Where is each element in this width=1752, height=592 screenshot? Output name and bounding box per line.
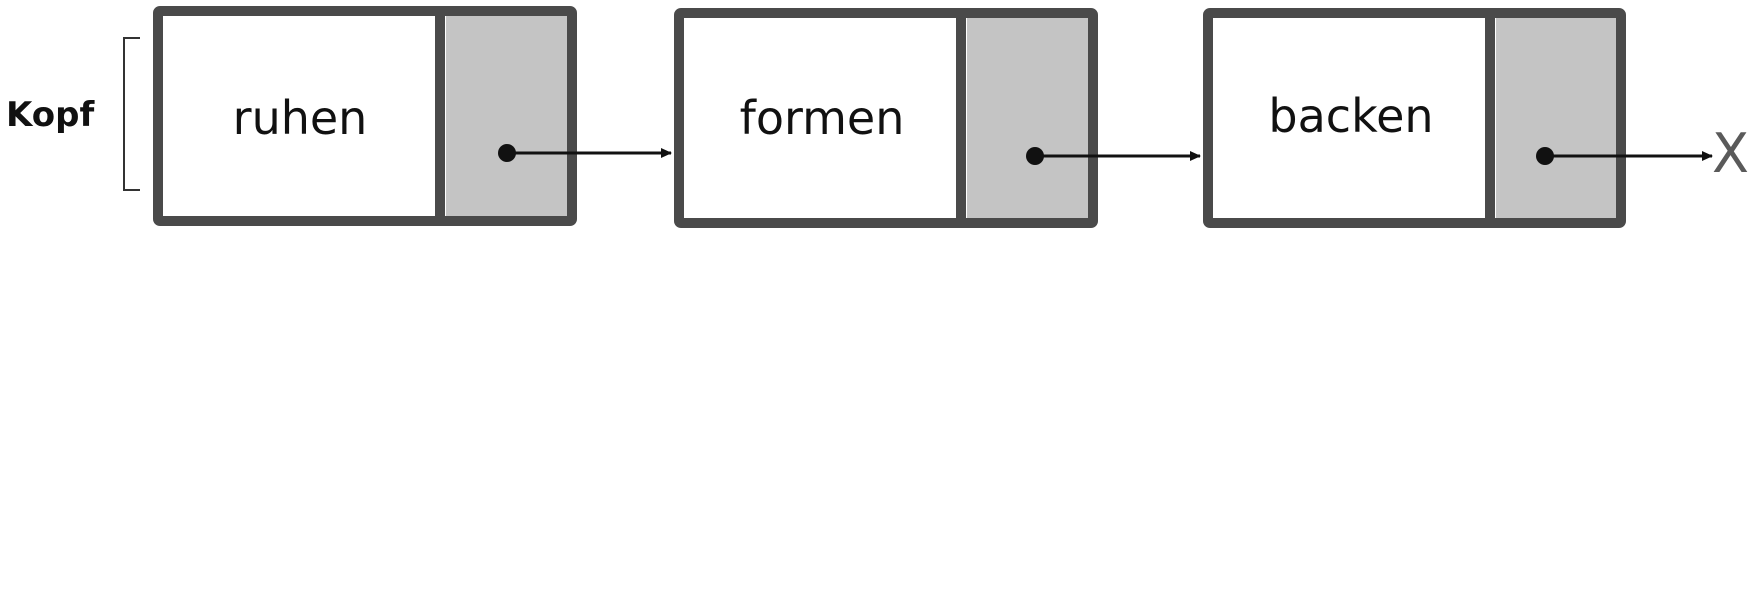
node-3-value-cell (1213, 18, 1485, 218)
head-label: Kopf (6, 95, 95, 135)
node-3-pointer-cell (1496, 18, 1616, 218)
node-2-value-cell (684, 18, 956, 218)
list-node-2: formen (674, 8, 1098, 228)
node-1-value-cell (163, 16, 435, 216)
node-1-value: ruhen (233, 91, 368, 145)
list-node-3: backen (1203, 8, 1626, 228)
node-1-pointer-cell (446, 16, 567, 216)
node-3-value: backen (1268, 89, 1433, 143)
head-bracket (123, 37, 140, 191)
list-node-1: ruhen (153, 6, 577, 226)
null-terminator: X (1712, 122, 1749, 185)
node-2-value: formen (740, 91, 905, 145)
node-2-pointer-cell (967, 18, 1088, 218)
